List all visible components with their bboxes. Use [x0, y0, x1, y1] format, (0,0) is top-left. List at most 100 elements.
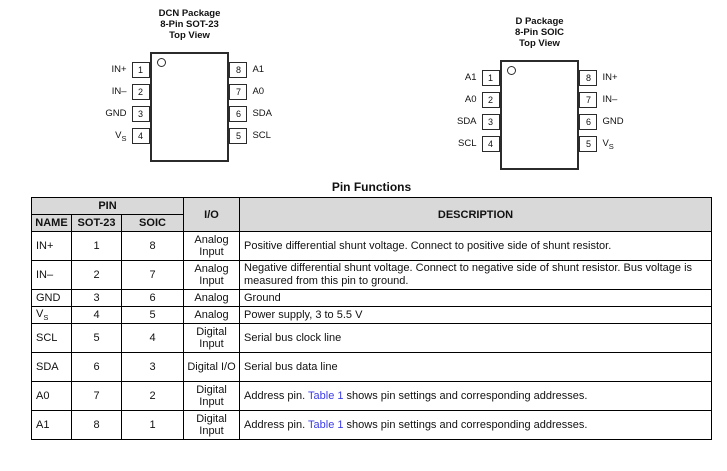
- left-pin-boxes: 1 2 3 4: [481, 60, 500, 152]
- right-pin-boxes: 8 7 6 5: [229, 52, 248, 144]
- left-pin-labels: A1 A0 SDA SCL: [444, 60, 482, 152]
- pin-name-cell: SCL: [31, 323, 72, 354]
- left-pin-boxes: 1 2 3 4: [131, 52, 150, 144]
- pin-label: A0: [464, 94, 477, 105]
- header-row-1: PIN I/O DESCRIPTION: [31, 197, 712, 232]
- sot23-pin-cell: 5: [71, 323, 122, 354]
- pin-number-box: 2: [131, 84, 150, 100]
- description-cell: Positive differential shunt voltage. Con…: [239, 231, 712, 261]
- description-cell: Negative differential shunt voltage. Con…: [239, 260, 712, 290]
- pin-label: SDA: [456, 116, 477, 127]
- soic-pin-cell: 6: [121, 289, 184, 307]
- description-cell: Power supply, 3 to 5.5 V: [239, 305, 712, 325]
- pin-label: IN+: [111, 64, 127, 75]
- sot23-pin-cell: 4: [71, 305, 122, 325]
- io-cell: Digital Input: [183, 381, 240, 412]
- pin-label: SCL: [458, 138, 477, 149]
- pin-name-cell: GND: [31, 289, 72, 307]
- io-cell: Digital Input: [183, 323, 240, 354]
- pin-number-box: 8: [579, 70, 598, 86]
- package-diagram-dcn-sot23: DCN Package 8-Pin SOT-23 Top View IN+ IN…: [94, 8, 285, 162]
- package-title: DCN Package 8-Pin SOT-23 Top View: [94, 8, 285, 41]
- pin-number-box: 5: [579, 136, 598, 152]
- pin-label: GND: [105, 108, 127, 119]
- soic-pin-cell: 8: [121, 231, 184, 261]
- pin1-indicator-icon: [506, 66, 516, 75]
- sot23-pin-cell: 7: [71, 381, 122, 412]
- package-title-line: 8-Pin SOT-23: [160, 19, 219, 30]
- table-1-link[interactable]: Table 1: [308, 418, 344, 431]
- package-diagram-d-soic: D Package 8-Pin SOIC Top View A1 A0 SDA …: [444, 16, 635, 170]
- ic-package-body: [499, 60, 580, 170]
- table-row: A0 7 2 Digital Input Address pin. Table …: [31, 381, 712, 412]
- header-name: NAME: [31, 214, 72, 232]
- package-title-line: Top View: [519, 38, 560, 49]
- table-1-link[interactable]: Table 1: [308, 389, 344, 402]
- header-pin-group: PIN: [31, 197, 184, 215]
- pin-name-cell: IN–: [31, 260, 72, 290]
- pin-number-box: 6: [229, 106, 248, 122]
- pinout-diagram: A1 A0 SDA SCL 1 2 3 4 8 7 6 5 IN+: [444, 60, 635, 170]
- pin-number-box: 6: [579, 114, 598, 130]
- io-cell: Analog: [183, 305, 240, 325]
- package-title-line: 8-Pin SOIC: [514, 27, 565, 38]
- io-cell: Digital Input: [183, 410, 240, 441]
- table-row: GND 3 6 Analog Ground: [31, 289, 712, 307]
- description-cell: Address pin. Table 1 shows pin settings …: [239, 410, 712, 441]
- pin-label: A0: [252, 86, 265, 97]
- header-soic: SOIC: [121, 214, 184, 232]
- table-row: VS 4 5 Analog Power supply, 3 to 5.5 V: [31, 305, 712, 325]
- table-row: IN+ 1 8 Analog Input Positive differenti…: [31, 231, 712, 261]
- pin-functions-table: PIN I/O DESCRIPTION NAME SOT-23 SOIC IN+…: [31, 197, 712, 441]
- io-cell: Analog Input: [183, 231, 240, 261]
- sot23-pin-cell: 1: [71, 231, 122, 261]
- pin-name-cell: A1: [31, 410, 72, 441]
- description-cell: Ground: [239, 289, 712, 307]
- pin-number-box: 4: [131, 128, 150, 144]
- pin-number-box: 2: [481, 92, 500, 108]
- pin-label: A1: [464, 72, 477, 83]
- package-title: D Package 8-Pin SOIC Top View: [444, 16, 635, 49]
- right-pin-labels: IN+ IN– GND VS: [597, 60, 635, 152]
- pin-number-box: 1: [481, 70, 500, 86]
- header-row-2: NAME SOT-23 SOIC: [31, 214, 712, 232]
- description-cell: Serial bus data line: [239, 352, 712, 383]
- table-row: IN– 2 7 Analog Input Negative differenti…: [31, 260, 712, 290]
- soic-pin-cell: 5: [121, 305, 184, 325]
- package-title-line: DCN Package: [158, 8, 221, 19]
- ic-package-body: [149, 52, 230, 162]
- sot23-pin-cell: 8: [71, 410, 122, 441]
- pin-number-box: 7: [579, 92, 598, 108]
- pin-label: A1: [252, 64, 265, 75]
- pin-label: SCL: [252, 130, 271, 141]
- pin1-indicator-icon: [156, 58, 166, 67]
- pin-label: IN+: [602, 72, 618, 83]
- package-title-line: D Package: [515, 16, 564, 27]
- pin-functions-section: Pin Functions PIN I/O DESCRIPTION NAME S…: [31, 180, 712, 441]
- pin-label: SDA: [252, 108, 272, 119]
- pin-number-box: 8: [229, 62, 248, 78]
- soic-pin-cell: 2: [121, 381, 184, 412]
- soic-pin-cell: 3: [121, 352, 184, 383]
- pin-label: IN–: [602, 94, 618, 105]
- header-description: DESCRIPTION: [239, 197, 712, 232]
- header-sot23: SOT-23: [71, 214, 122, 232]
- soic-pin-cell: 1: [121, 410, 184, 441]
- io-cell: Analog: [183, 289, 240, 307]
- left-pin-labels: IN+ IN– GND VS: [94, 52, 132, 144]
- right-pin-boxes: 8 7 6 5: [579, 60, 598, 152]
- soic-pin-cell: 7: [121, 260, 184, 290]
- soic-pin-cell: 4: [121, 323, 184, 354]
- pin-number-box: 7: [229, 84, 248, 100]
- pin-label: IN–: [111, 86, 127, 97]
- pin-number-box: 3: [131, 106, 150, 122]
- table-row: A1 8 1 Digital Input Address pin. Table …: [31, 410, 712, 441]
- io-cell: Digital I/O: [183, 352, 240, 383]
- table-title: Pin Functions: [331, 180, 412, 194]
- sot23-pin-cell: 6: [71, 352, 122, 383]
- description-cell: Address pin. Table 1 shows pin settings …: [239, 381, 712, 412]
- io-cell: Analog Input: [183, 260, 240, 290]
- pin-name-cell: IN+: [31, 231, 72, 261]
- package-title-line: Top View: [169, 30, 210, 41]
